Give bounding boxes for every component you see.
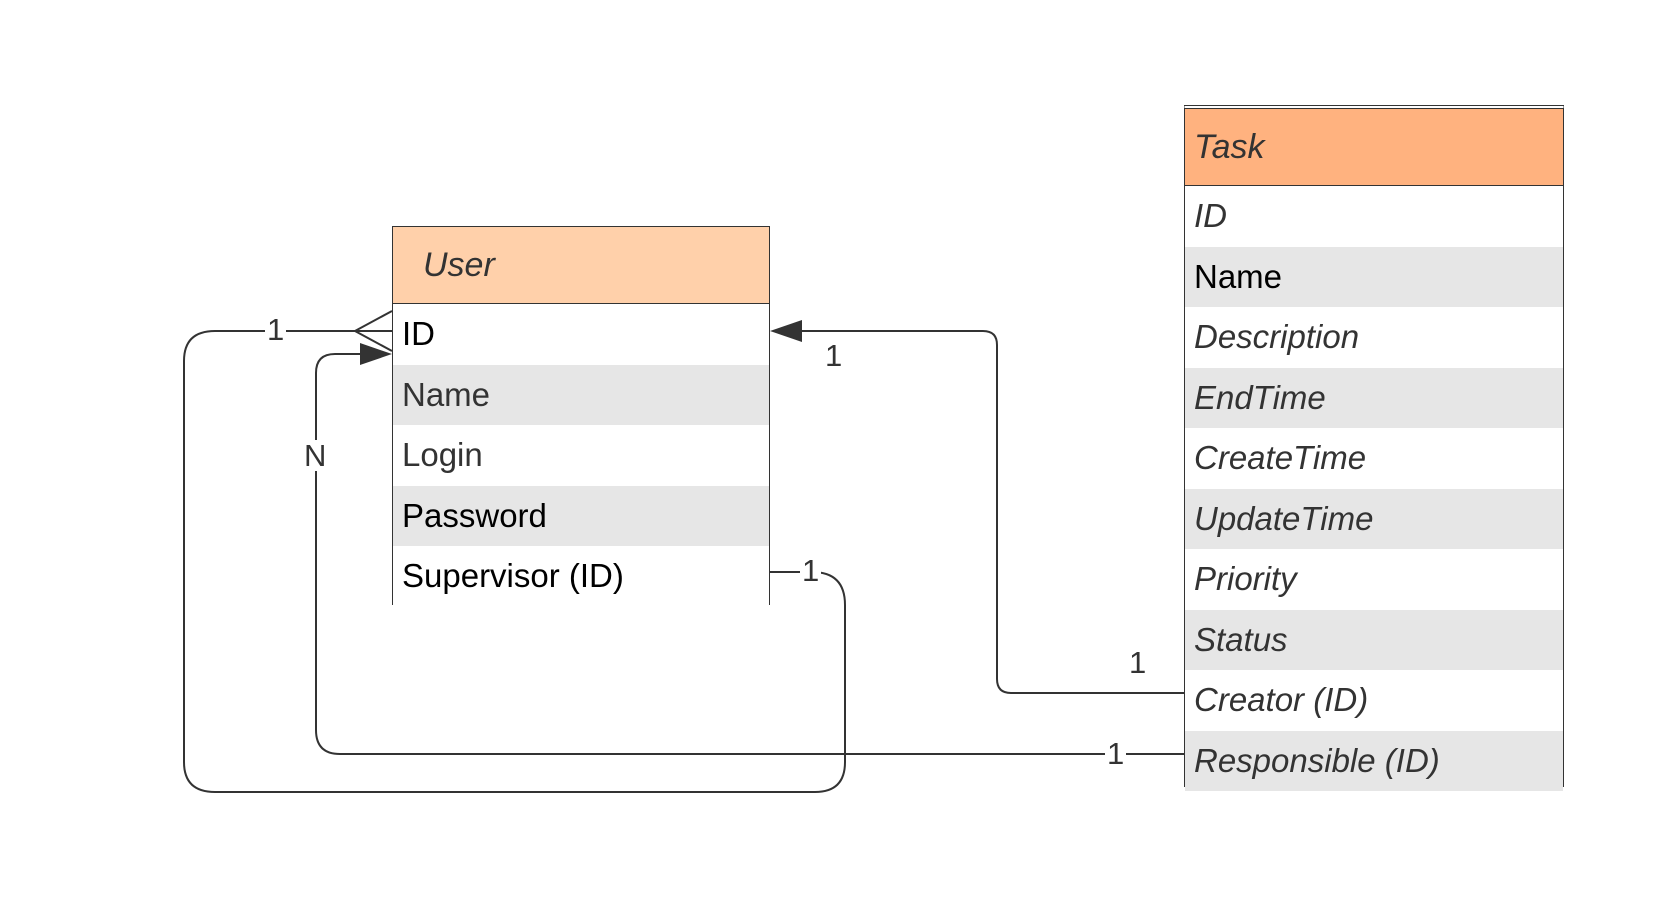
field-label: ID: [1194, 197, 1227, 235]
entity-task-field[interactable]: ID: [1185, 186, 1563, 247]
entity-user-title: User: [423, 245, 495, 284]
field-label: Responsible (ID): [1194, 741, 1440, 779]
entity-user-field[interactable]: Name: [393, 364, 769, 425]
field-label: Name: [402, 375, 491, 413]
entity-task-field[interactable]: UpdateTime: [1185, 488, 1563, 549]
entity-user-field[interactable]: Password: [393, 485, 769, 546]
entity-task-field[interactable]: EndTime: [1185, 367, 1563, 428]
field-label: Name: [1194, 257, 1283, 295]
cardinality-label-supervisor-target: 1: [265, 312, 287, 347]
field-label: UpdateTime: [1194, 499, 1374, 537]
entity-task-field[interactable]: CreateTime: [1185, 428, 1563, 489]
cardinality-label-creator-target: 1: [823, 338, 845, 373]
entity-task-header: Task: [1185, 109, 1563, 186]
entity-user-field[interactable]: Supervisor (ID): [393, 546, 769, 607]
entity-task-field[interactable]: Description: [1185, 307, 1563, 368]
entity-user-field[interactable]: Login: [393, 425, 769, 486]
field-label: Priority: [1194, 560, 1297, 598]
field-label: Status: [1194, 620, 1288, 658]
arrowhead-icon: [360, 343, 392, 365]
cardinality-label-responsible-source: 1: [1105, 736, 1127, 771]
field-label: ID: [402, 315, 435, 353]
cardinality-label-supervisor-source: 1: [800, 553, 822, 588]
crow-foot-icon: [352, 310, 393, 352]
arrowhead-icon: [770, 320, 802, 342]
cardinality-label-creator-source: 1: [1127, 645, 1149, 680]
entity-user-header: User: [393, 227, 769, 304]
field-label: Login: [402, 436, 483, 474]
entity-user[interactable]: User ID Name Login Password Supervisor (…: [392, 226, 770, 607]
entity-task-title: Task: [1194, 127, 1265, 166]
field-label: Supervisor (ID): [402, 557, 624, 595]
entity-task-field[interactable]: Name: [1185, 246, 1563, 307]
entity-task-field[interactable]: Creator (ID): [1185, 670, 1563, 731]
entity-task-field[interactable]: Responsible (ID): [1185, 730, 1563, 791]
entity-task-field[interactable]: Priority: [1185, 549, 1563, 610]
field-label: Description: [1194, 318, 1360, 356]
connector-supervisor-to-user: [183, 330, 846, 793]
cardinality-label-responsible-target: N: [302, 438, 329, 473]
field-label: CreateTime: [1194, 439, 1367, 477]
field-label: Password: [402, 496, 547, 534]
entity-task-field[interactable]: Status: [1185, 609, 1563, 670]
connector-creator-to-user: [800, 330, 1184, 694]
connector-responsible-to-user: [315, 353, 1184, 755]
field-label: Creator (ID): [1194, 681, 1369, 719]
entity-user-field[interactable]: ID: [393, 304, 769, 365]
entity-task[interactable]: Task ID Name Description EndTime CreateT…: [1184, 105, 1564, 791]
field-label: EndTime: [1194, 378, 1326, 416]
